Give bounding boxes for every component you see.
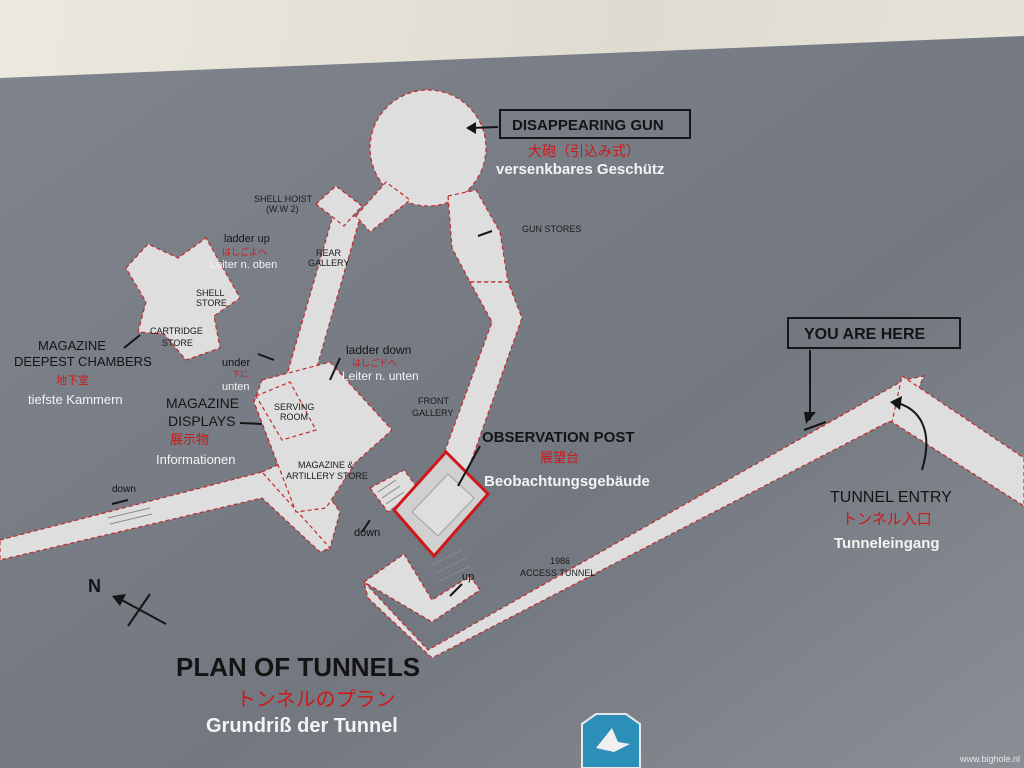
north-arrow-head [112,594,126,606]
pointer-arrows [111,126,928,597]
plan-title-jp: トンネルのプラン [236,689,396,711]
cartridge-store-label-1: CARTRIDGE [150,326,203,336]
serving-room-label-2: ROOM [280,412,308,422]
mag-artillery-label-1: MAGAZINE & [298,460,354,470]
tunnel-entry-jp: トンネル入口 [842,511,932,528]
ladder-down-label: ladder down [346,343,411,357]
shell-hoist [315,185,363,227]
shell-cartridge-store [125,237,241,361]
observation-post-building [391,449,491,559]
up-label: up [462,571,474,583]
unten-label: unten [222,381,250,393]
magazine-chambers-label-1: MAGAZINE [38,338,106,353]
magazine-displays-de: Informationen [156,452,236,467]
serving-room [255,381,317,441]
down-mid-label: down [354,527,380,539]
north-label: N [88,576,101,596]
gun-stores-label: GUN STORES [522,224,581,234]
observation-post-jp: 展望台 [540,450,579,465]
ladder-down-jp: はしごドへ [352,357,397,368]
down-left-label: down [112,484,136,495]
magazine-chambers-label-2: DEEPEST CHAMBERS [14,354,152,369]
disappearing-gun-de: versenkbares Geschütz [496,161,664,178]
cartridge-store-label-2: STORE [162,338,193,348]
magazine-displays-label-1: MAGAZINE [166,395,239,411]
ladder-up-de: Leiter n. oben [210,259,277,271]
watermark-credit: www.bighole.nl [959,754,1020,764]
logo [581,713,641,768]
tunnel-entry [891,375,1024,507]
observation-post-label: OBSERVATION POST [482,429,635,446]
tunnel-entry-de: Tunneleingang [834,535,940,552]
ladder-up-label: ladder up [224,233,270,245]
rear-gallery-label-2: GALLERY [308,258,349,268]
shell-store-label-2: STORE [196,298,227,308]
you-are-here-label: YOU ARE HERE [804,326,926,343]
under-jp: 下に [232,370,248,379]
rear-gallery-label-1: REAR [316,248,342,258]
tunnel-network [0,89,1024,659]
ladder-up-jp: はしごよへ [222,246,267,257]
access-tunnel-upper [362,553,481,623]
serving-room-label-1: SERVING [274,402,314,412]
sign-board [0,36,1024,768]
disappearing-gun-jp: 大砲（引込み式） [528,143,640,159]
shell-store-label-1: SHELL [196,288,225,298]
plan-title-de: Grundriß der Tunnel [206,715,398,737]
ladder-down-de: Leiter n. unten [342,369,419,383]
magazine-chambers-jp: 地下室 [56,373,89,387]
lower-left-tunnel [0,471,331,561]
front-gallery-label-2: GALLERY [412,408,453,418]
shell-hoist-label: SHELL HOIST [254,194,313,204]
plan-title: PLAN OF TUNNELS [176,652,420,682]
magazine-displays-jp: 展示物 [170,432,209,447]
front-gallery-label-1: FRONT [418,396,449,406]
access-tunnel-label-2: ACCESS TUNNEL [520,568,595,578]
observation-post-de: Beobachtungsgebäude [484,473,650,490]
magazine-chambers-de: tiefste Kammern [28,392,123,407]
access-tunnel-label-1: 1986 [550,556,570,566]
disappearing-gun-box [499,109,691,139]
you-are-here-box [787,317,961,349]
mag-artillery-label-2: ARTILLERY STORE [286,471,368,481]
tunnel-entry-label: TUNNEL ENTRY [830,489,952,506]
gun-pit [369,89,487,207]
obs-post-link [369,469,423,513]
front-gallery [437,281,523,471]
shell-hoist-note: (W.W 2) [266,204,299,214]
gun-link [355,181,411,233]
arrow-heads [466,122,902,424]
disappearing-gun-label: DISAPPEARING GUN [512,117,664,134]
north-arrow [117,593,167,627]
under-label: under [222,357,250,369]
magazine-displays-label-2: DISPLAYS [168,413,235,429]
